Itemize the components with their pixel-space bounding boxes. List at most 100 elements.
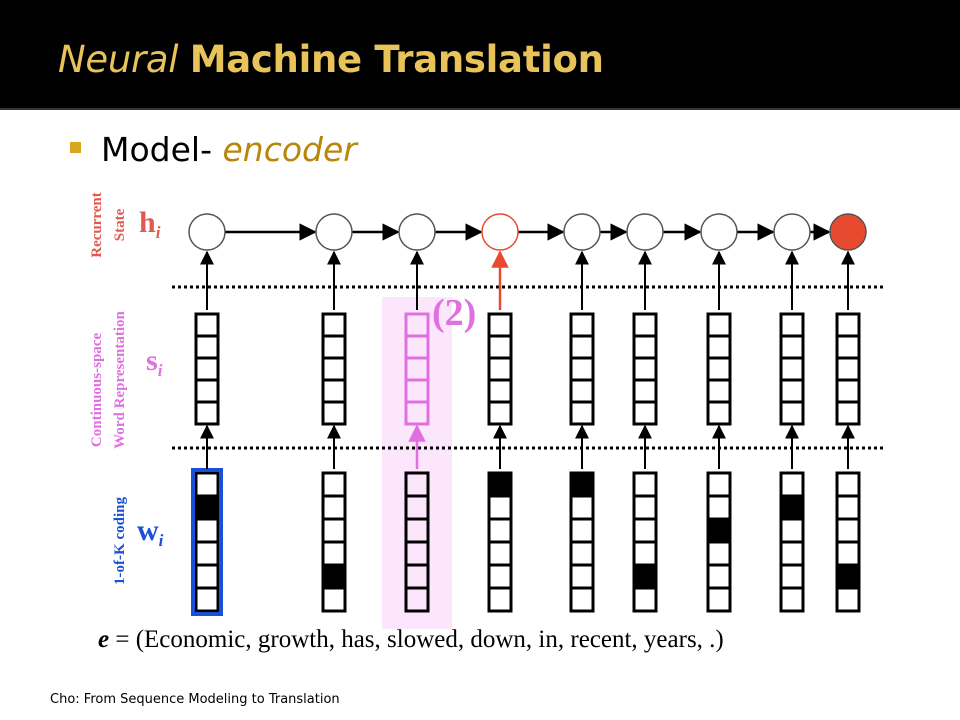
representation-cell: [487, 356, 513, 382]
representation-cell: [569, 400, 595, 426]
onehot-cell: [194, 540, 220, 567]
bullet-item: Model- encoder: [70, 130, 357, 169]
representation-cell: [706, 378, 732, 404]
onehot-cell: [632, 586, 658, 613]
title-bold: Machine Translation: [189, 38, 604, 81]
representation-cell: [569, 356, 595, 382]
citation-footer: Cho: From Sequence Modeling to Translati…: [50, 692, 340, 707]
representation-cell: [321, 312, 347, 338]
representation-cell: [835, 400, 861, 426]
onehot-label-line1: 1-of-K coding: [112, 497, 128, 585]
onehot-cell: [194, 494, 220, 521]
onehot-cell: [569, 471, 595, 498]
onehot-cell: [569, 563, 595, 590]
state-node: [626, 213, 664, 251]
continuous-label-line1: Continuous-space: [89, 333, 105, 448]
onehot-cell: [779, 471, 805, 498]
onehot-cell: [569, 494, 595, 521]
vertical-arrows: [200, 250, 855, 469]
symbol-s-subscript: i: [158, 361, 163, 380]
symbol-w: wi: [137, 514, 164, 550]
onehot-cell: [632, 540, 658, 567]
onehot-cell: [321, 494, 347, 521]
onehot-cell: [321, 586, 347, 613]
representation-cell: [194, 400, 220, 426]
continuous-label-line2: Word Representation: [112, 311, 128, 449]
bullet-emphasis: encoder: [222, 130, 357, 169]
symbol-h-subscript: i: [156, 223, 161, 242]
bullet-square-icon: [70, 142, 81, 153]
representation-cell: [404, 400, 430, 426]
onehot-cell: [835, 586, 861, 613]
onehot-cell: [779, 517, 805, 544]
representation-cell: [779, 356, 805, 382]
symbol-s: si: [146, 344, 163, 380]
state-node: [398, 213, 436, 251]
representation-cell: [321, 334, 347, 360]
onehot-cell: [632, 517, 658, 544]
onehot-cell: [569, 540, 595, 567]
state-node: [700, 213, 738, 251]
onehot-cell: [194, 471, 220, 498]
onehot-cell: [487, 563, 513, 590]
representation-cell: [835, 378, 861, 404]
title-italic: Neural: [58, 38, 179, 81]
title-underline: [0, 108, 960, 110]
symbol-w-subscript: i: [159, 531, 164, 550]
representation-cell: [779, 334, 805, 360]
representation-cell: [321, 378, 347, 404]
onehot-cell: [835, 517, 861, 544]
onehot-cell: [487, 471, 513, 498]
symbol-h-base: h: [139, 206, 156, 239]
onehot-cell: [706, 517, 732, 544]
onehot-cell: [632, 471, 658, 498]
onehot-cell: [487, 586, 513, 613]
title-bar: Neural Machine Translation: [0, 0, 960, 110]
onehot-cell: [706, 471, 732, 498]
representation-cell: [569, 378, 595, 404]
representation-cell: [194, 312, 220, 338]
equation-rest: = (Economic, growth, has, slowed, down, …: [109, 626, 724, 653]
recurrent-label-line2: State: [112, 208, 128, 241]
representation-cell: [779, 400, 805, 426]
state-node: [315, 213, 353, 251]
onehot-cell: [706, 586, 732, 613]
step-label: (2): [432, 292, 476, 334]
representation-cell: [706, 400, 732, 426]
bullet-prefix: Model-: [101, 130, 223, 169]
onehot-cell: [779, 540, 805, 567]
onehot-cell: [632, 494, 658, 521]
page-title: Neural Machine Translation: [58, 38, 604, 81]
onehot-cell: [835, 471, 861, 498]
onehot-cell: [632, 563, 658, 590]
onehot-cell: [321, 517, 347, 544]
state-node: [773, 213, 811, 251]
representation-cell: [835, 312, 861, 338]
onehot-cell: [835, 540, 861, 567]
onehot-cell: [194, 563, 220, 590]
onehot-cell: [321, 563, 347, 590]
onehot-cell: [835, 494, 861, 521]
state-node: [829, 213, 867, 251]
onehot-cell: [706, 540, 732, 567]
representation-cell: [779, 378, 805, 404]
onehot-cell: [487, 494, 513, 521]
representation-cell: [632, 378, 658, 404]
representation-cell: [487, 378, 513, 404]
one-hot-vectors: [191, 468, 861, 616]
onehot-cell: [487, 540, 513, 567]
symbol-w-base: w: [137, 514, 159, 547]
equation-lhs: e: [98, 626, 109, 653]
state-node: [481, 213, 519, 251]
representation-cell: [487, 400, 513, 426]
representation-cell: [632, 312, 658, 338]
representation-cell: [835, 356, 861, 382]
representation-cell: [779, 312, 805, 338]
onehot-cell: [404, 586, 430, 613]
onehot-cell: [706, 563, 732, 590]
onehot-cell: [487, 517, 513, 544]
equation: e = (Economic, growth, has, slowed, down…: [98, 626, 724, 653]
representation-cell: [569, 334, 595, 360]
onehot-cell: [779, 586, 805, 613]
onehot-cell: [779, 494, 805, 521]
